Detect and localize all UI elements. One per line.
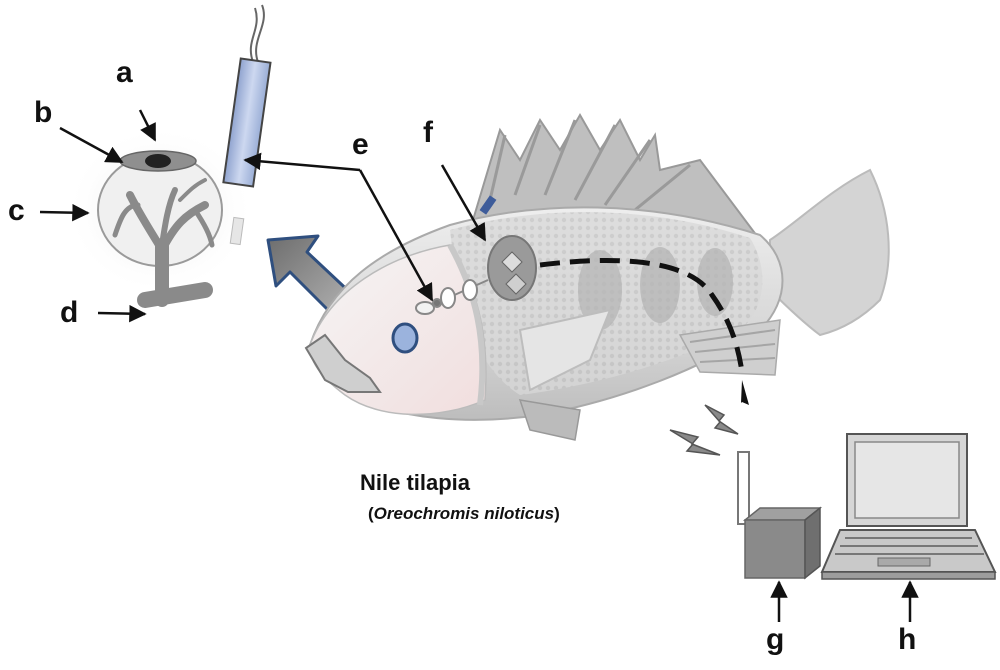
label-a: a: [116, 56, 133, 89]
label-d: d: [60, 296, 79, 329]
fish-illustration: [304, 112, 890, 441]
electrode: [222, 4, 272, 246]
species-common-name: Nile tilapia: [360, 470, 471, 495]
fish-eye: [391, 322, 419, 354]
close-paren: ): [554, 504, 560, 523]
implant-chain: [415, 279, 489, 315]
label-b: b: [34, 96, 53, 129]
label-f: f: [423, 116, 433, 149]
dorsal-marker: [479, 195, 497, 215]
species-scientific-name-caption: (Oreochromis niloticus): [368, 504, 560, 524]
cable-arrow: [741, 380, 749, 405]
laptop: [820, 433, 997, 580]
species-scientific-name: Oreochromis niloticus: [373, 504, 555, 523]
cable-dashed: [539, 257, 745, 373]
label-e: e: [352, 128, 369, 161]
label-c: c: [8, 194, 25, 227]
receiver-unit: [737, 451, 823, 580]
pupil: [145, 154, 171, 168]
pointer-arrows: [39, 109, 919, 622]
label-h: h: [898, 623, 917, 656]
open-paren: (: [368, 504, 374, 523]
optic-nerve: [112, 178, 215, 308]
label-g: g: [766, 623, 785, 656]
dorsal-spines: [488, 119, 691, 212]
eye-illustration: [65, 125, 255, 308]
wireless-signal: [669, 404, 739, 456]
implant-logger: [487, 235, 537, 301]
